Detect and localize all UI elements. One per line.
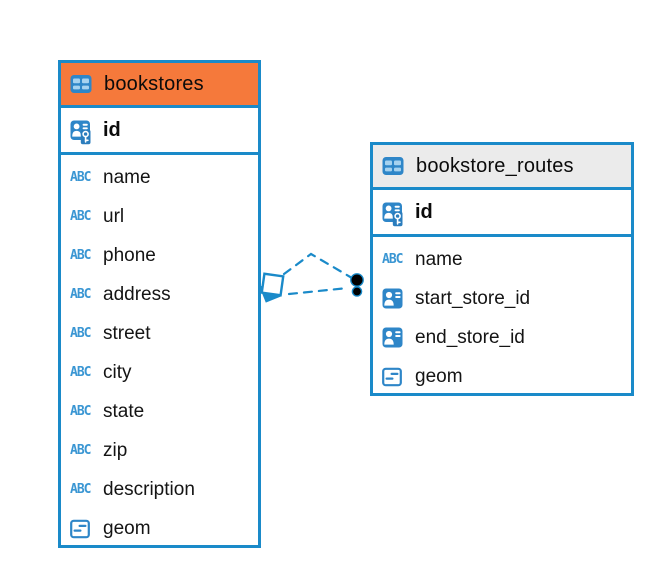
column-label: description [103, 478, 195, 500]
text-type-icon: ABC [70, 443, 91, 458]
row-routes-id[interactable]: id [373, 190, 631, 237]
row-bookstores-zip[interactable]: ABC zip [61, 431, 258, 470]
row-routes-end-store-id[interactable]: end_store_id [373, 318, 631, 357]
row-routes-start-store-id[interactable]: start_store_id [373, 279, 631, 318]
column-label: street [103, 322, 151, 344]
table-title: bookstore_routes [416, 154, 574, 177]
column-label: zip [103, 439, 128, 461]
column-label: geom [415, 365, 463, 387]
row-bookstores-phone[interactable]: ABC phone [61, 236, 258, 275]
row-bookstores-geom[interactable]: geom [61, 509, 258, 548]
text-type-icon: ABC [70, 287, 91, 302]
column-label: end_store_id [415, 326, 525, 348]
geometry-type-icon [70, 519, 96, 539]
row-bookstores-city[interactable]: ABC city [61, 353, 258, 392]
text-type-icon: ABC [70, 248, 91, 263]
row-bookstores-url[interactable]: ABC url [61, 197, 258, 236]
primary-key-label: id [415, 200, 433, 223]
text-type-icon: ABC [382, 252, 403, 267]
row-routes-geom[interactable]: geom [373, 357, 631, 396]
row-bookstores-state[interactable]: ABC state [61, 392, 258, 431]
text-type-icon: ABC [70, 404, 91, 419]
text-type-icon: ABC [70, 170, 91, 185]
column-list: ABC name ABC url ABC phone ABC address A… [61, 155, 258, 548]
table-icon [70, 74, 96, 94]
reference-type-icon [382, 288, 408, 309]
column-label: name [415, 248, 463, 270]
primary-key-label: id [103, 118, 121, 141]
table-icon [382, 156, 408, 176]
row-bookstores-name[interactable]: ABC name [61, 158, 258, 197]
column-label: phone [103, 244, 156, 266]
text-type-icon: ABC [70, 365, 91, 380]
table-title: bookstores [104, 72, 204, 95]
row-bookstores-address[interactable]: ABC address [61, 275, 258, 314]
column-label: address [103, 283, 171, 305]
column-label: name [103, 166, 151, 188]
reference-type-icon [382, 327, 408, 348]
column-label: state [103, 400, 145, 422]
table-bookstores-header[interactable]: bookstores [61, 63, 258, 108]
column-list: ABC name start_store_id [373, 237, 631, 396]
column-label: geom [103, 517, 151, 539]
column-label: city [103, 361, 132, 383]
column-label: start_store_id [415, 287, 531, 309]
primary-key-icon [70, 116, 96, 145]
table-bookstores: bookstores id ABC [58, 60, 261, 548]
relationship-line-lower[interactable] [287, 286, 350, 296]
text-type-icon: ABC [70, 326, 91, 341]
geometry-type-icon [382, 367, 408, 387]
table-bookstore-routes-header[interactable]: bookstore_routes [373, 145, 631, 190]
row-bookstores-description[interactable]: ABC description [61, 470, 258, 509]
column-label: url [103, 205, 125, 227]
row-routes-name[interactable]: ABC name [373, 240, 631, 279]
relationship-source-marker[interactable] [259, 272, 285, 303]
row-bookstores-id[interactable]: id [61, 108, 258, 155]
text-type-icon: ABC [70, 209, 91, 224]
relationship-target-marker[interactable] [350, 273, 364, 297]
row-bookstores-street[interactable]: ABC street [61, 314, 258, 353]
text-type-icon: ABC [70, 482, 91, 497]
relationship-line-upper[interactable] [282, 252, 354, 280]
primary-key-icon [382, 198, 408, 227]
table-bookstore-routes: bookstore_routes id ABC [370, 142, 634, 396]
